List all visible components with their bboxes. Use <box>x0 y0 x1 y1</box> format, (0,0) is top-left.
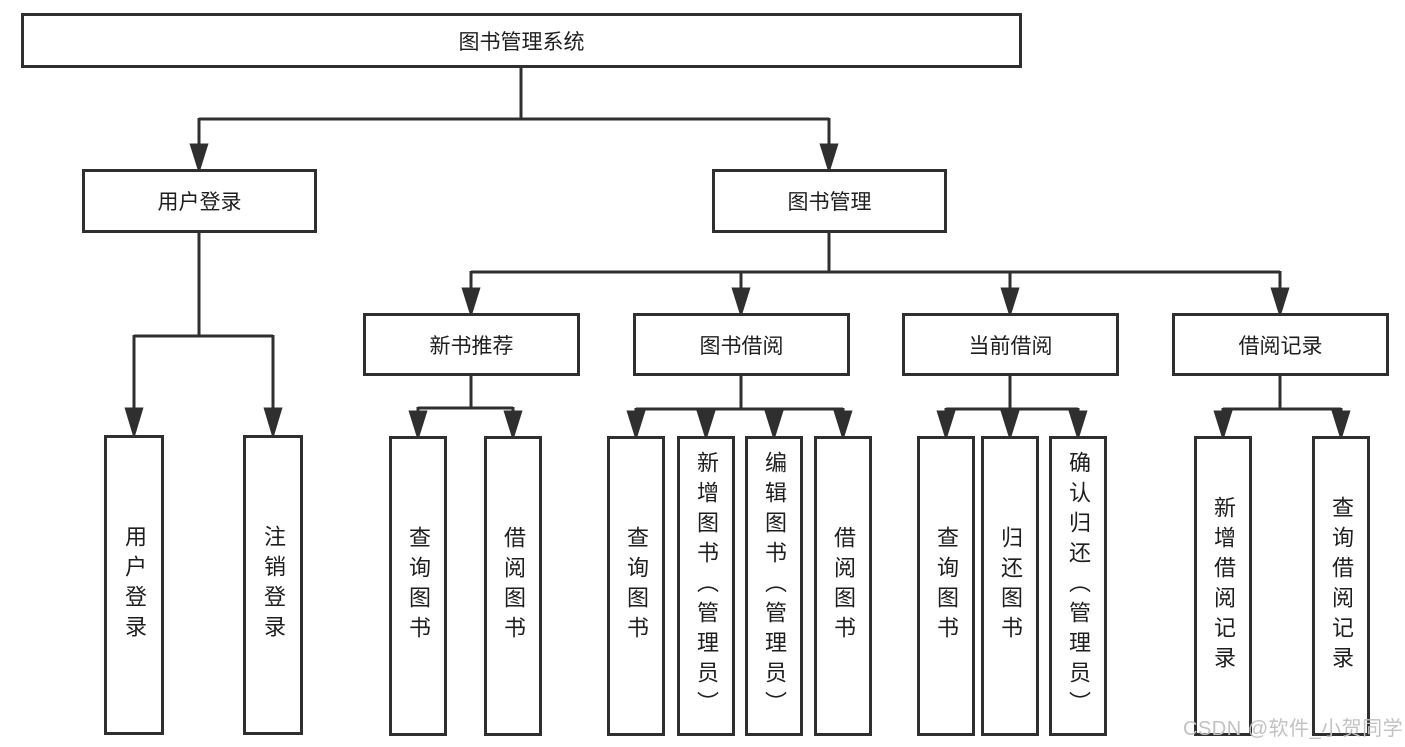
node-book-management: 图书管理 <box>712 169 947 233</box>
arrowhead-icon <box>1000 287 1020 319</box>
node-current-borrow-label: 当前借阅 <box>968 334 1053 358</box>
leaf-cb-confirm-return-admin-label: 确认归还（管理员） <box>1066 451 1091 721</box>
node-book-borrow: 图书借阅 <box>633 313 850 376</box>
arrowhead-icon <box>626 410 646 442</box>
node-current-borrow: 当前借阅 <box>902 313 1119 376</box>
leaf-cb-query-books: 查询图书 <box>917 436 975 736</box>
arrowhead-icon <box>936 410 956 442</box>
arrowhead-icon <box>461 287 481 319</box>
node-new-book-recommend-label: 新书推荐 <box>429 334 514 358</box>
leaf-bb-edit-books-admin: 编辑图书（管理员） <box>745 436 803 736</box>
leaf-bb-add-books-admin: 新增图书（管理员） <box>677 436 735 736</box>
arrowhead-icon <box>1270 287 1290 319</box>
arrowhead-icon <box>1000 410 1020 442</box>
leaf-nbr-query-books-label: 查询图书 <box>406 526 431 646</box>
edge-root-children <box>189 68 839 175</box>
leaf-user-login: 用户登录 <box>104 435 164 735</box>
leaf-user-login-label: 用户登录 <box>122 525 147 645</box>
edge-user-login-children <box>124 233 283 440</box>
leaf-nbr-query-books: 查询图书 <box>389 436 447 736</box>
leaf-bb-query-books-label: 查询图书 <box>624 526 649 646</box>
node-user-login: 用户登录 <box>82 169 317 233</box>
node-borrow-records-label: 借阅记录 <box>1238 334 1323 358</box>
arrowhead-icon <box>833 410 853 442</box>
leaf-cb-return-books-label: 归还图书 <box>998 526 1023 646</box>
node-borrow-records: 借阅记录 <box>1172 313 1389 376</box>
leaf-bb-borrow-books: 借阅图书 <box>814 436 872 736</box>
leaf-logout-login-label: 注销登录 <box>261 525 286 645</box>
arrowhead-icon <box>731 287 751 319</box>
leaf-br-query-borrow-record: 查询借阅记录 <box>1312 436 1370 736</box>
leaf-bb-add-books-admin-label: 新增图书（管理员） <box>694 451 719 721</box>
arrowhead-icon <box>764 410 784 442</box>
edge-current-borrow-children <box>936 376 1088 442</box>
leaf-cb-confirm-return-admin: 确认归还（管理员） <box>1049 436 1107 736</box>
arrowhead-icon <box>263 407 283 440</box>
leaf-bb-borrow-books-label: 借阅图书 <box>831 526 856 646</box>
node-root-label: 图书管理系统 <box>458 30 585 54</box>
leaf-br-add-borrow-record-label: 新增借阅记录 <box>1211 496 1236 676</box>
arrowhead-icon <box>408 410 428 442</box>
arrowhead-icon <box>1068 410 1088 442</box>
node-book-management-label: 图书管理 <box>787 191 872 214</box>
node-book-borrow-label: 图书借阅 <box>699 334 784 358</box>
leaf-nbr-borrow-books-label: 借阅图书 <box>501 526 526 646</box>
edge-new-book-recommend-children <box>408 376 523 442</box>
leaf-logout-login: 注销登录 <box>243 435 303 735</box>
edge-book-borrow-children <box>626 376 853 442</box>
arrowhead-icon <box>696 410 716 442</box>
arrowhead-icon <box>1331 410 1351 442</box>
arrowhead-icon <box>189 143 209 175</box>
arrowhead-icon <box>1213 410 1233 442</box>
leaf-bb-edit-books-admin-label: 编辑图书（管理员） <box>762 451 787 721</box>
arrowhead-icon <box>819 143 839 175</box>
leaf-bb-query-books: 查询图书 <box>607 436 665 736</box>
leaf-br-add-borrow-record: 新增借阅记录 <box>1194 436 1252 736</box>
arrowhead-icon <box>503 410 523 442</box>
leaf-cb-return-books: 归还图书 <box>981 436 1039 736</box>
leaf-br-query-borrow-record-label: 查询借阅记录 <box>1329 496 1354 676</box>
arrowhead-icon <box>124 407 144 440</box>
edge-book-management-children <box>461 233 1290 319</box>
leaf-cb-query-books-label: 查询图书 <box>934 526 959 646</box>
watermark: CSDN @软件_小贺同学 <box>1183 718 1404 740</box>
node-new-book-recommend: 新书推荐 <box>363 313 580 376</box>
node-user-login-label: 用户登录 <box>157 191 242 214</box>
edge-borrow-records-children <box>1213 376 1351 442</box>
leaf-nbr-borrow-books: 借阅图书 <box>484 436 542 736</box>
node-root: 图书管理系统 <box>21 13 1022 68</box>
